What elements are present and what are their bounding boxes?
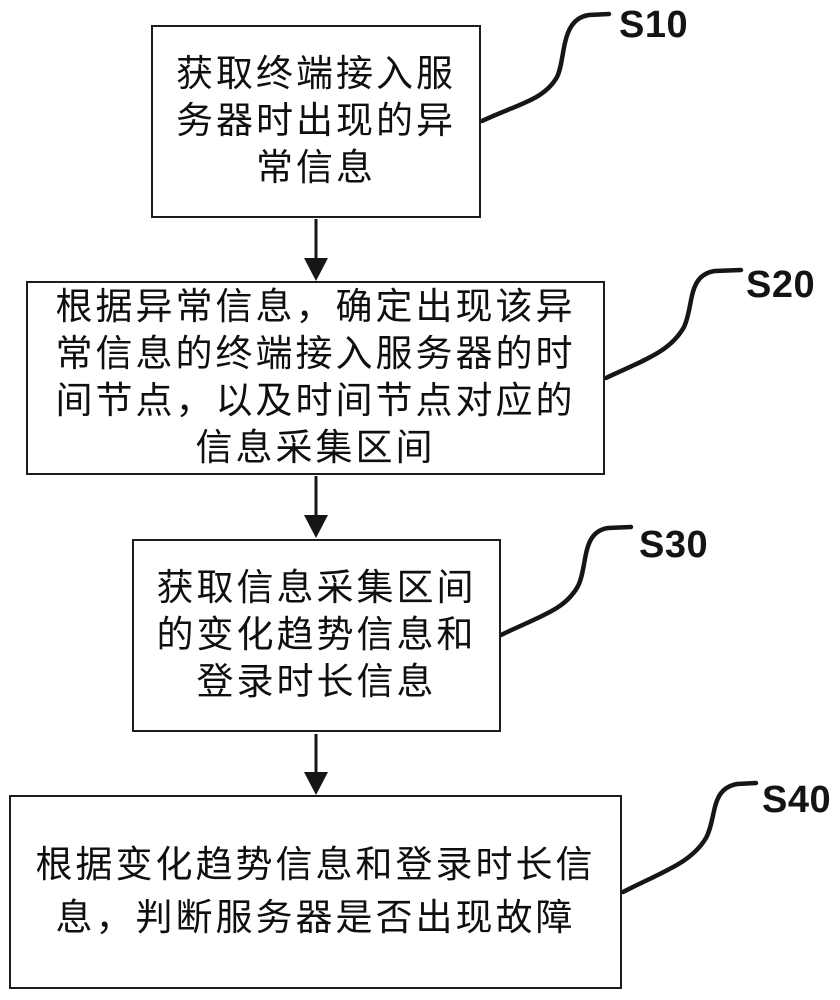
step-text-line: 务器时出现的异 bbox=[176, 101, 456, 142]
step-text-line: 常信息的终端接入服务器的时 bbox=[55, 334, 576, 375]
step-box-s10: 获取终端接入服 务器时出现的异 常信息 bbox=[151, 25, 481, 218]
step-label-s20: S20 bbox=[746, 264, 816, 306]
step-text-line: 获取信息采集区间 bbox=[156, 568, 477, 609]
step-label-s40: S40 bbox=[762, 779, 832, 821]
step-label-s10: S10 bbox=[619, 4, 689, 46]
leader-line-s30 bbox=[498, 524, 634, 638]
step-text-line: 登录时长信息 bbox=[196, 662, 437, 703]
arrow-head-icon bbox=[304, 772, 328, 795]
step-label-s30: S30 bbox=[639, 524, 709, 566]
leader-line-s20 bbox=[603, 267, 744, 381]
step-text-line: 信息采集区间 bbox=[195, 428, 436, 469]
arrow-head-icon bbox=[304, 258, 328, 281]
step-text-line: 的变化趋势信息和 bbox=[156, 615, 477, 656]
step-text-line: 息，判断服务器是否出现故障 bbox=[55, 898, 576, 939]
leader-line-s10 bbox=[479, 11, 612, 124]
step-text-line: 根据异常信息，确定出现该异 bbox=[55, 287, 576, 328]
step-box-s20: 根据异常信息，确定出现该异 常信息的终端接入服务器的时 间节点，以及时间节点对应… bbox=[26, 281, 605, 475]
step-text-line: 间节点，以及时间节点对应的 bbox=[55, 381, 576, 422]
flow-arrow-s10-s20 bbox=[304, 219, 328, 281]
flow-arrow-s30-s40 bbox=[304, 734, 328, 795]
step-box-s40: 根据变化趋势信息和登录时长信 息，判断服务器是否出现故障 bbox=[9, 795, 622, 989]
flow-arrow-s20-s30 bbox=[304, 476, 328, 538]
step-text-line: 根据变化趋势信息和登录时长信 bbox=[35, 845, 596, 886]
step-text-line: 常信息 bbox=[256, 148, 376, 189]
step-text-line: 获取终端接入服 bbox=[176, 54, 456, 95]
step-box-s30: 获取信息采集区间 的变化趋势信息和 登录时长信息 bbox=[132, 539, 501, 732]
arrow-head-icon bbox=[304, 515, 328, 538]
leader-line-s40 bbox=[620, 780, 759, 895]
